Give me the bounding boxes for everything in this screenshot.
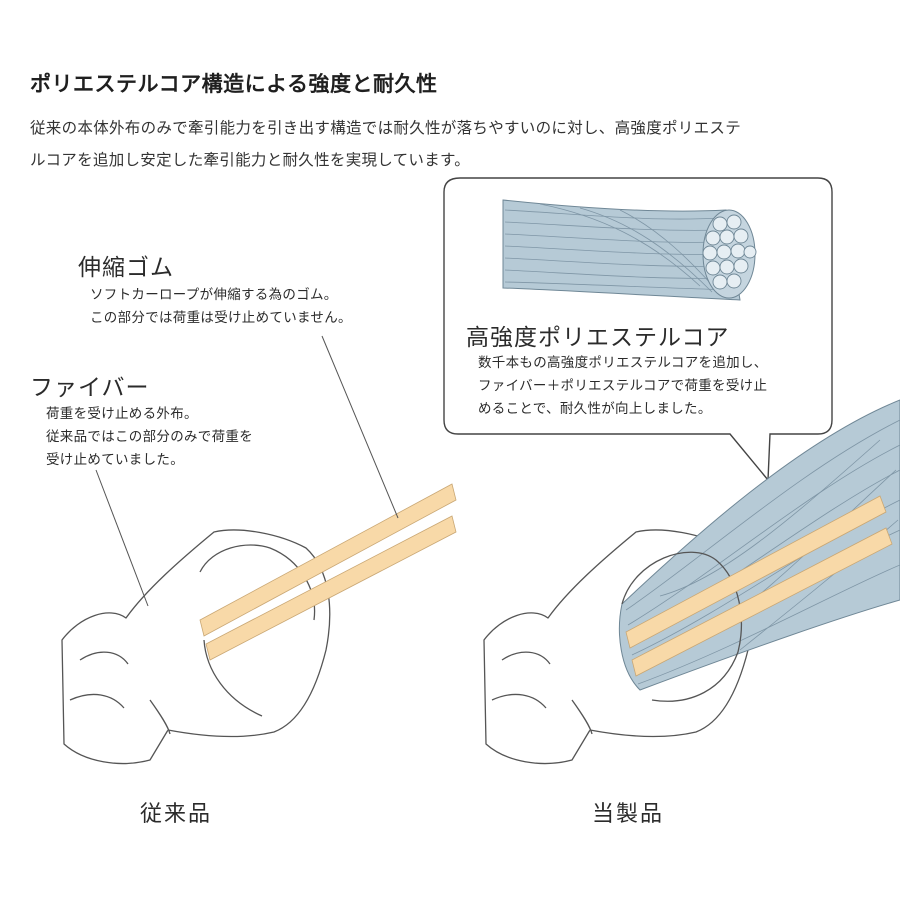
rubber-label-title: 伸縮ゴム [78, 255, 174, 281]
fiber-label-line-2: 従来品ではこの部分のみで荷重を [46, 429, 253, 445]
rubber-band-lower-left [205, 515, 457, 661]
leader-line-fiber [95, 469, 149, 607]
intro-line-2: ルコアを追加し安定した牽引能力と耐久性を実現しています。 [30, 151, 471, 169]
core-label-line-3: めることで、耐久性が向上しました。 [478, 401, 712, 417]
page-heading: ポリエステルコア構造による強度と耐久性 [30, 72, 438, 96]
rubber-label-line-2: この部分では荷重は受け止めていません。 [90, 310, 352, 326]
core-label-title: 高強度ポリエステルコア [466, 325, 730, 351]
rubber-label-line-1: ソフトカーロープが伸縮する為のゴム。 [90, 287, 338, 303]
intro-line-1: 従来の本体外布のみで牽引能力を引き出す構造では耐久性が落ちやすいのに対し、高強度… [30, 119, 742, 137]
fiber-label-title: ファイバー [30, 375, 150, 401]
rubber-band-upper-left [199, 483, 457, 637]
core-cable-illustration [502, 199, 757, 301]
rubber-band-upper-right [625, 495, 887, 649]
fiber-label-line-1: 荷重を受け止める外布。 [46, 406, 198, 422]
glove-opening-right [621, 551, 742, 702]
leader-line-rubber [321, 335, 399, 519]
fiber-label-line-3: 受け止めていました。 [46, 452, 184, 468]
rubber-band-lower-right [631, 527, 893, 677]
caption-our-product: 当製品 [592, 802, 665, 827]
conventional-illustration [61, 529, 331, 765]
core-label-line-1: 数千本もの高強度ポリエステルコアを追加し、 [478, 355, 768, 371]
caption-conventional: 従来品 [140, 802, 213, 827]
core-label-line-2: ファイバー＋ポリエステルコアで荷重を受け止 [478, 378, 768, 394]
